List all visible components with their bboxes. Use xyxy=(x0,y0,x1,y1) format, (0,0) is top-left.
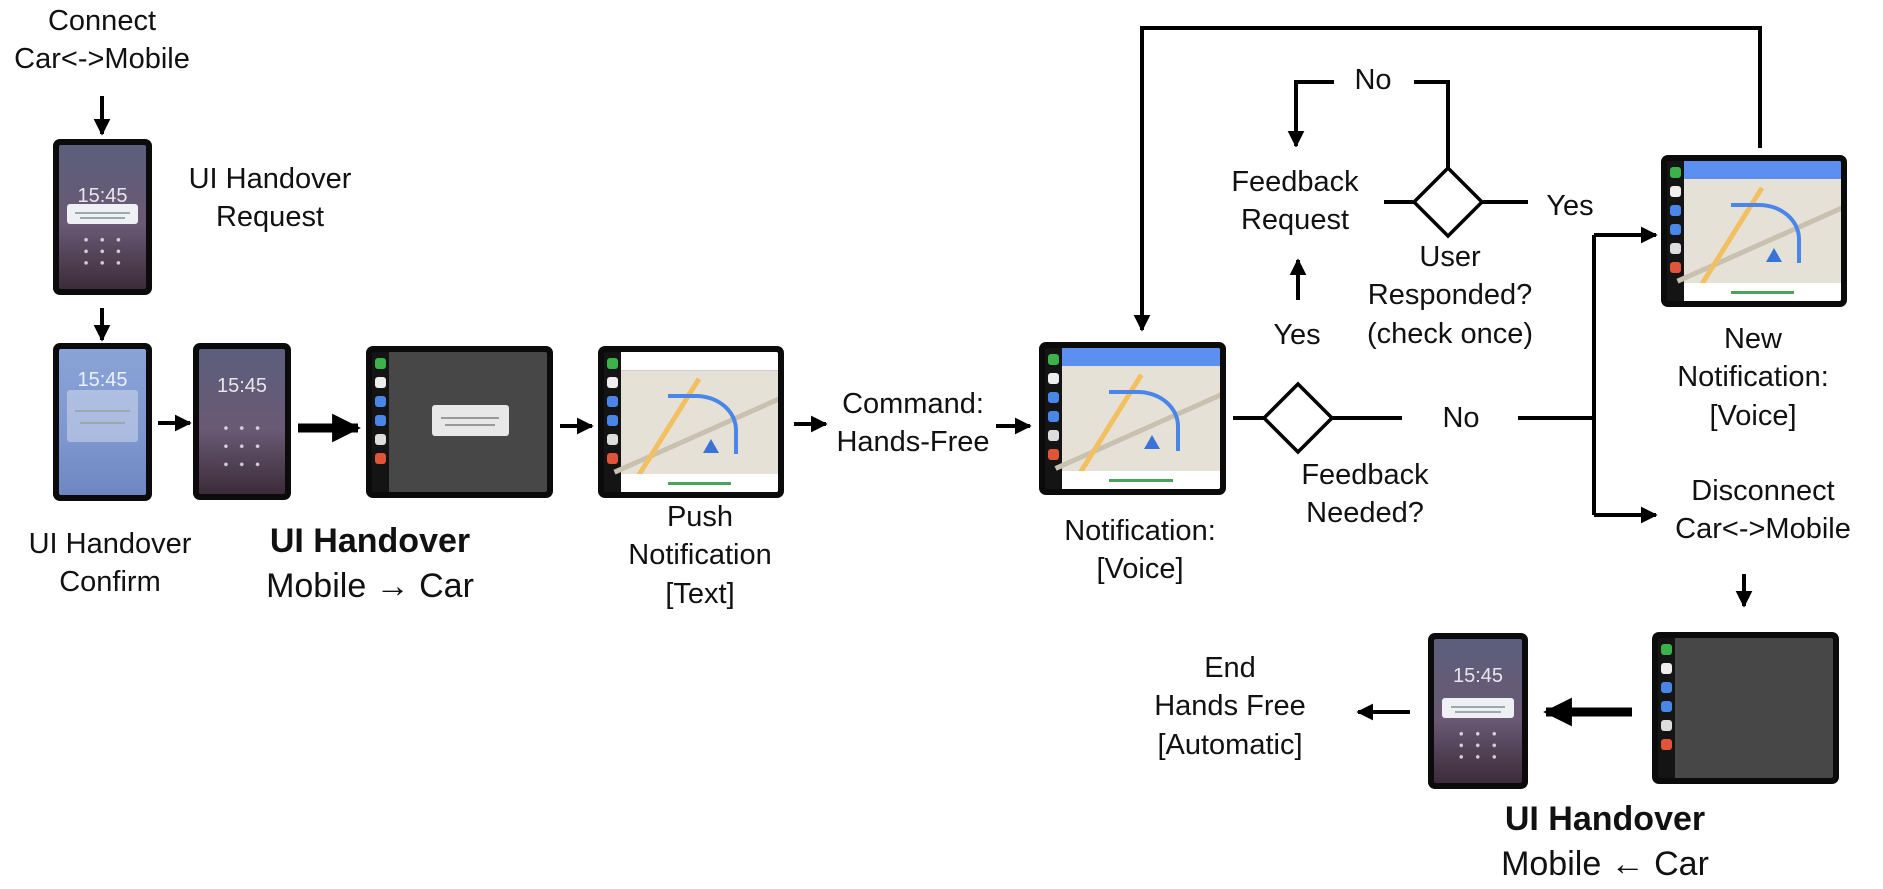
handover-title: UI Handover xyxy=(269,522,471,560)
phone-clock: 15:45 xyxy=(77,185,128,208)
label-command-hands-free: Command:Hands-Free xyxy=(836,388,990,459)
phone-lockscreen: 15:45 xyxy=(193,343,291,500)
phone-notification-card xyxy=(66,204,139,225)
phone-handover-confirm-screen: 15:45 xyxy=(53,343,152,501)
car-text-notification-bar xyxy=(621,352,778,371)
car-disconnect-screen xyxy=(1652,632,1839,784)
car-handover-screen xyxy=(366,346,553,498)
phone-keypad xyxy=(78,234,127,269)
decision-user-responded xyxy=(1411,165,1485,239)
car-voice-bar xyxy=(1062,348,1220,366)
navigation-arrow-icon xyxy=(1765,247,1782,262)
phone-clock: 15:45 xyxy=(1452,664,1504,687)
handover-title: UI Handover xyxy=(1504,800,1706,838)
line-user-responded-no-up xyxy=(1414,80,1450,168)
label-no-mid: No xyxy=(1442,402,1480,434)
car-dark-background xyxy=(1675,638,1833,778)
car-app-rail xyxy=(1667,161,1684,301)
car-voice-bar xyxy=(1684,161,1841,179)
car-voice-notification-screen xyxy=(1039,342,1226,495)
phone-clock: 15:45 xyxy=(216,375,268,398)
car-map xyxy=(1671,161,1841,301)
car-push-notification-screen xyxy=(598,346,784,498)
phone-notification-card xyxy=(1441,698,1515,719)
phone-handover-request-screen: 15:45 xyxy=(53,139,152,295)
car-handover-popup xyxy=(431,405,509,436)
phone-confirm-dialog xyxy=(66,389,139,443)
car-map xyxy=(1049,348,1220,489)
car-eta-bar xyxy=(1062,471,1220,489)
label-yes-up: Yes xyxy=(1273,319,1321,351)
car-eta-bar xyxy=(1684,283,1841,301)
phone-clock: 15:45 xyxy=(77,369,128,392)
car-app-rail xyxy=(1658,638,1675,778)
car-app-rail xyxy=(372,352,389,492)
arrow-new-notification-loop xyxy=(1133,26,1762,332)
label-yes-right: Yes xyxy=(1546,190,1594,222)
handover-direction: Mobile → Car xyxy=(266,566,474,605)
car-app-rail xyxy=(1045,348,1062,489)
car-new-voice-notification-screen xyxy=(1661,155,1847,307)
phone-end-handover-screen: 15:45 xyxy=(1428,633,1528,789)
car-map xyxy=(608,352,778,492)
phone-keypad xyxy=(217,418,267,474)
label-no-top: No xyxy=(1354,64,1392,96)
arrow-no-to-feedback-request xyxy=(1287,80,1334,148)
decision-feedback-needed xyxy=(1261,381,1335,455)
navigation-arrow-icon xyxy=(702,438,719,453)
label-notification-voice: Notification:[Voice] xyxy=(1064,515,1216,586)
navigation-arrow-icon xyxy=(1144,435,1161,450)
car-app-rail xyxy=(604,352,621,492)
car-eta-bar xyxy=(621,474,778,492)
handover-direction: Mobile ← Car xyxy=(1501,844,1709,883)
phone-keypad xyxy=(1453,728,1503,763)
